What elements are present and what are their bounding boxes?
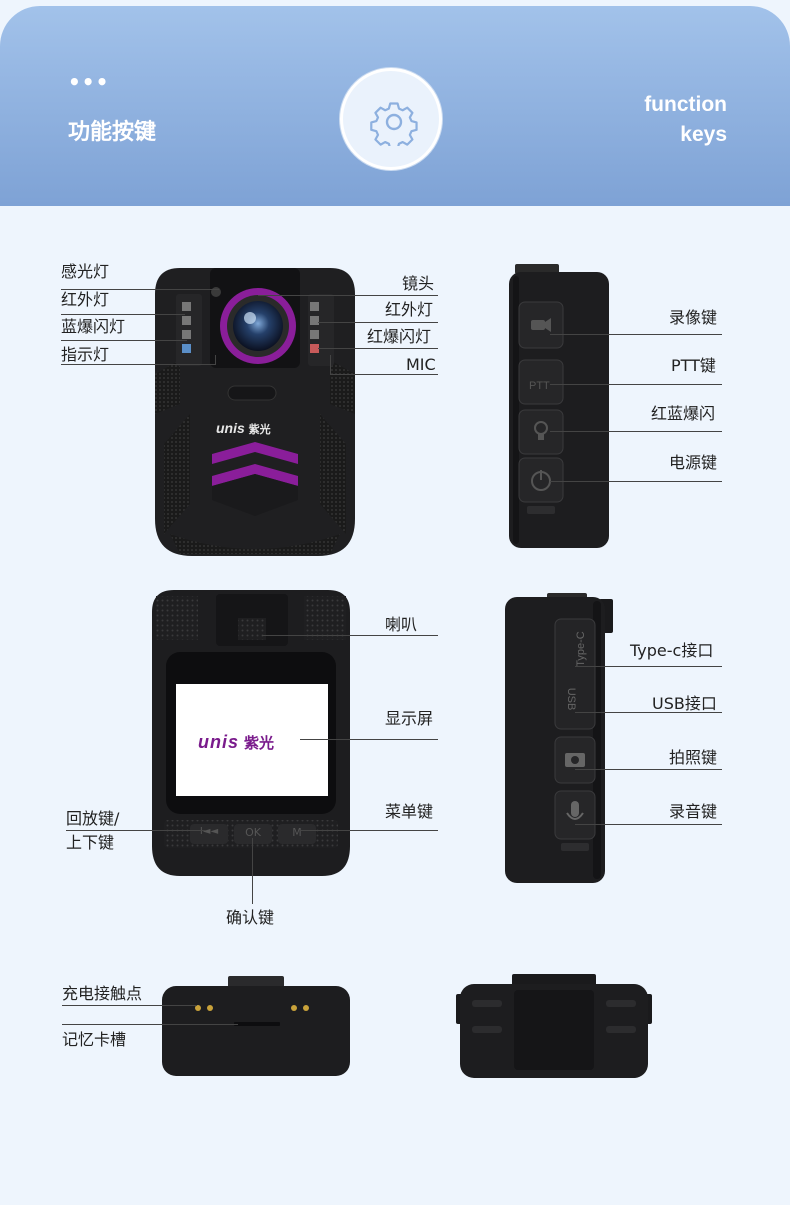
- label-memory-card-slot: 记忆卡槽: [62, 1030, 127, 1049]
- camera-bottom-view: [160, 976, 352, 1078]
- label-red-flash: 红爆闪灯: [367, 327, 432, 346]
- label-red-blue-flash: 红蓝爆闪: [651, 404, 716, 423]
- label-blue-flash: 蓝爆闪灯: [61, 317, 126, 336]
- label-infrared-right: 红外灯: [385, 300, 434, 319]
- port-type-c-text: Type-C: [575, 631, 587, 667]
- camera-front-view: UNIS 紫光: [150, 264, 360, 560]
- header-dots: •••: [68, 70, 110, 94]
- label-screen: 显示屏: [385, 709, 434, 728]
- page-title-en: function keys: [644, 90, 727, 150]
- label-indicator: 指示灯: [61, 345, 110, 364]
- gear-badge: [340, 68, 442, 170]
- label-infrared-left: 红外灯: [61, 290, 110, 309]
- port-usb-text: USB: [565, 687, 577, 711]
- camera-back-view: UNIS 紫光 I◄◄ OK M: [150, 588, 352, 878]
- label-light-sensor: 感光灯: [61, 262, 110, 281]
- label-lens: 镜头: [402, 274, 435, 293]
- label-menu-key: 菜单键: [385, 802, 434, 821]
- label-ok-key: 确认键: [226, 908, 275, 927]
- label-charging-contacts: 充电接触点: [62, 984, 143, 1003]
- title-en-line2: keys: [680, 123, 727, 146]
- ptt-text: PTT: [529, 380, 550, 392]
- menu-button[interactable]: M: [292, 826, 302, 839]
- camera-side-view-a: PTT: [505, 264, 611, 549]
- label-playback-key: 回放键/: [66, 809, 120, 828]
- ok-button[interactable]: OK: [245, 826, 261, 839]
- gear-icon: [370, 102, 418, 146]
- screen-brand: UNIS 紫光: [198, 732, 274, 753]
- playback-button[interactable]: I◄◄: [199, 826, 219, 837]
- label-speaker: 喇叭: [385, 615, 418, 634]
- page-title: 功能按键: [68, 120, 157, 145]
- label-type-c-port: Type-c接口: [630, 641, 714, 660]
- screen-brand-text: UNIS: [198, 732, 240, 752]
- screen-brand-cn: 紫光: [244, 735, 275, 752]
- label-record-key: 录像键: [669, 308, 718, 327]
- camera-top-view: [456, 974, 652, 1080]
- label-photo-key: 拍照键: [669, 748, 718, 767]
- front-brand: UNIS 紫光: [216, 420, 271, 437]
- label-usb-port: USB接口: [652, 694, 717, 713]
- front-brand-text: UNIS: [216, 420, 245, 436]
- camera-side-view-b: Type-C USB: [503, 593, 617, 885]
- label-mic: MIC: [406, 355, 436, 374]
- front-brand-cn: 紫光: [248, 424, 271, 436]
- label-audio-record-key: 录音键: [669, 802, 718, 821]
- label-ptt-key: PTT键: [671, 356, 716, 375]
- title-en-line1: function: [644, 93, 727, 116]
- label-updown-key: 上下键: [66, 833, 115, 852]
- label-power-key: 电源键: [669, 453, 718, 472]
